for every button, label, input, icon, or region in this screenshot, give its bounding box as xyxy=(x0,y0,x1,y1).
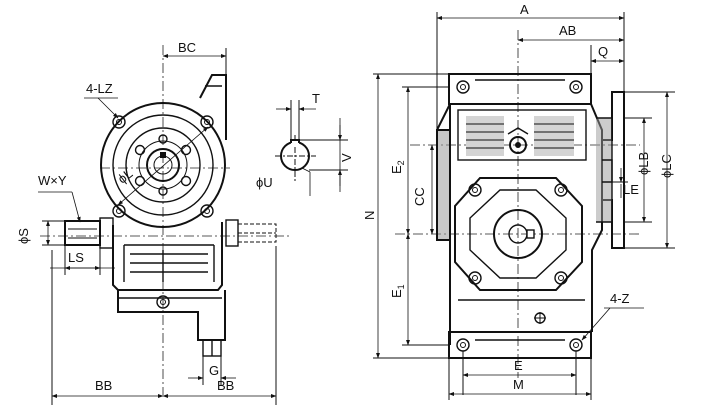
side-view: ϕL BC 4-LZ xyxy=(16,40,290,405)
shaft-key-detail: T V ϕU xyxy=(256,91,354,196)
w-x-y-label: W×Y xyxy=(38,173,67,188)
bb-right-label: BB xyxy=(217,378,234,393)
g-label: G xyxy=(209,363,219,378)
cooling-fins xyxy=(466,116,574,156)
key-slot xyxy=(290,139,300,143)
worm-housing xyxy=(457,109,587,161)
phi-l-label: ϕL xyxy=(115,166,136,187)
m-label: M xyxy=(513,377,524,392)
top-flange xyxy=(448,73,592,105)
four-lz-label: 4-LZ xyxy=(86,81,113,96)
cover-bolt-holes xyxy=(468,183,568,285)
ab-label: AB xyxy=(559,23,576,38)
output-hub xyxy=(493,209,543,259)
body-left-wall xyxy=(436,103,451,345)
phi-s-label: ϕS xyxy=(16,228,31,244)
ls-label: LS xyxy=(68,250,84,265)
phi-lb-label: ϕLB xyxy=(636,152,651,175)
n-label: N xyxy=(362,211,377,220)
cc-label: CC xyxy=(412,187,427,206)
phi-u-label: ϕU xyxy=(256,175,273,190)
v-label: V xyxy=(339,153,354,162)
flange-pitch-circle xyxy=(112,114,214,216)
input-shaft xyxy=(64,220,101,246)
lower-housing-body xyxy=(112,222,223,291)
bb-left-label: BB xyxy=(95,378,112,393)
input-shaft-collar xyxy=(99,217,114,249)
top-bolt-holes xyxy=(456,80,583,94)
bc-label: BC xyxy=(178,40,196,55)
e-label: E xyxy=(514,358,523,373)
q-label: Q xyxy=(598,44,608,59)
base-foot xyxy=(117,290,226,341)
base-bolt-holes xyxy=(456,338,583,352)
e2-label: E2 xyxy=(389,160,406,174)
output-keyway xyxy=(526,229,535,239)
four-z-label: 4-Z xyxy=(610,291,630,306)
e1-label: E1 xyxy=(389,284,406,298)
right-shaft-flange xyxy=(225,219,239,247)
a-label: A xyxy=(520,2,529,17)
flange-disc-outer xyxy=(100,102,226,228)
le-label: LE xyxy=(623,182,639,197)
drain-plug xyxy=(156,295,170,309)
front-view: A AB Q N E2 E1 CC ϕLB ϕLC xyxy=(362,2,675,400)
t-label: T xyxy=(312,91,320,106)
input-shaft-front xyxy=(602,159,613,183)
phi-l-dimension-line xyxy=(117,126,209,206)
worm-plug xyxy=(509,136,527,154)
gear-cover-plate xyxy=(454,177,583,291)
phi-lc-label: ϕLC xyxy=(659,154,674,178)
keyway-mark xyxy=(160,152,166,158)
